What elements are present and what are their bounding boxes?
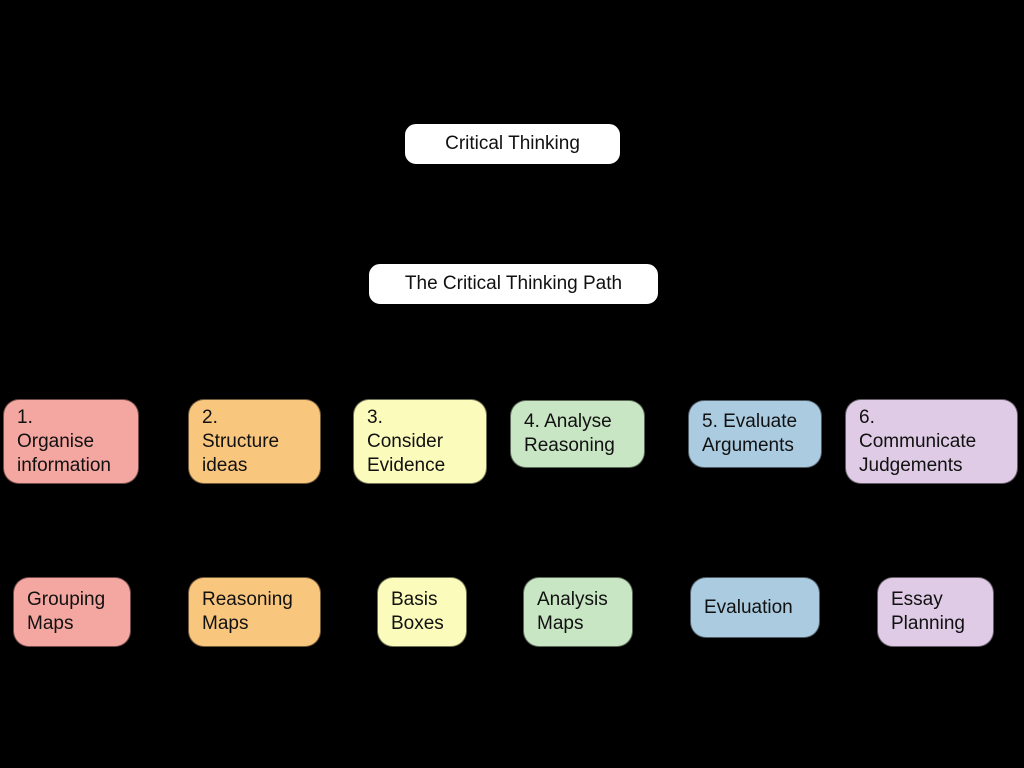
- node-critical-thinking: Critical Thinking: [404, 123, 621, 165]
- tool-basis-boxes: Basis Boxes: [377, 577, 467, 647]
- tool-essay-planning: Essay Planning: [877, 577, 994, 647]
- tool-analysis-maps: Analysis Maps: [523, 577, 633, 647]
- step-3-consider-evidence: 3. Consider Evidence: [353, 399, 487, 484]
- node-critical-thinking-path: The Critical Thinking Path: [368, 263, 659, 305]
- step-4-analyse-reasoning: 4. Analyse Reasoning: [510, 400, 645, 468]
- step-2-structure-ideas: 2. Structure ideas: [188, 399, 321, 484]
- step-5-evaluate-arguments: 5. Evaluate Arguments: [688, 400, 822, 468]
- tool-reasoning-maps: Reasoning Maps: [188, 577, 321, 647]
- step-1-organise-information: 1. Organise information: [3, 399, 139, 484]
- step-6-communicate-judgements: 6. Communicate Judgements: [845, 399, 1018, 484]
- tool-evaluation: Evaluation: [690, 577, 820, 638]
- tool-grouping-maps: Grouping Maps: [13, 577, 131, 647]
